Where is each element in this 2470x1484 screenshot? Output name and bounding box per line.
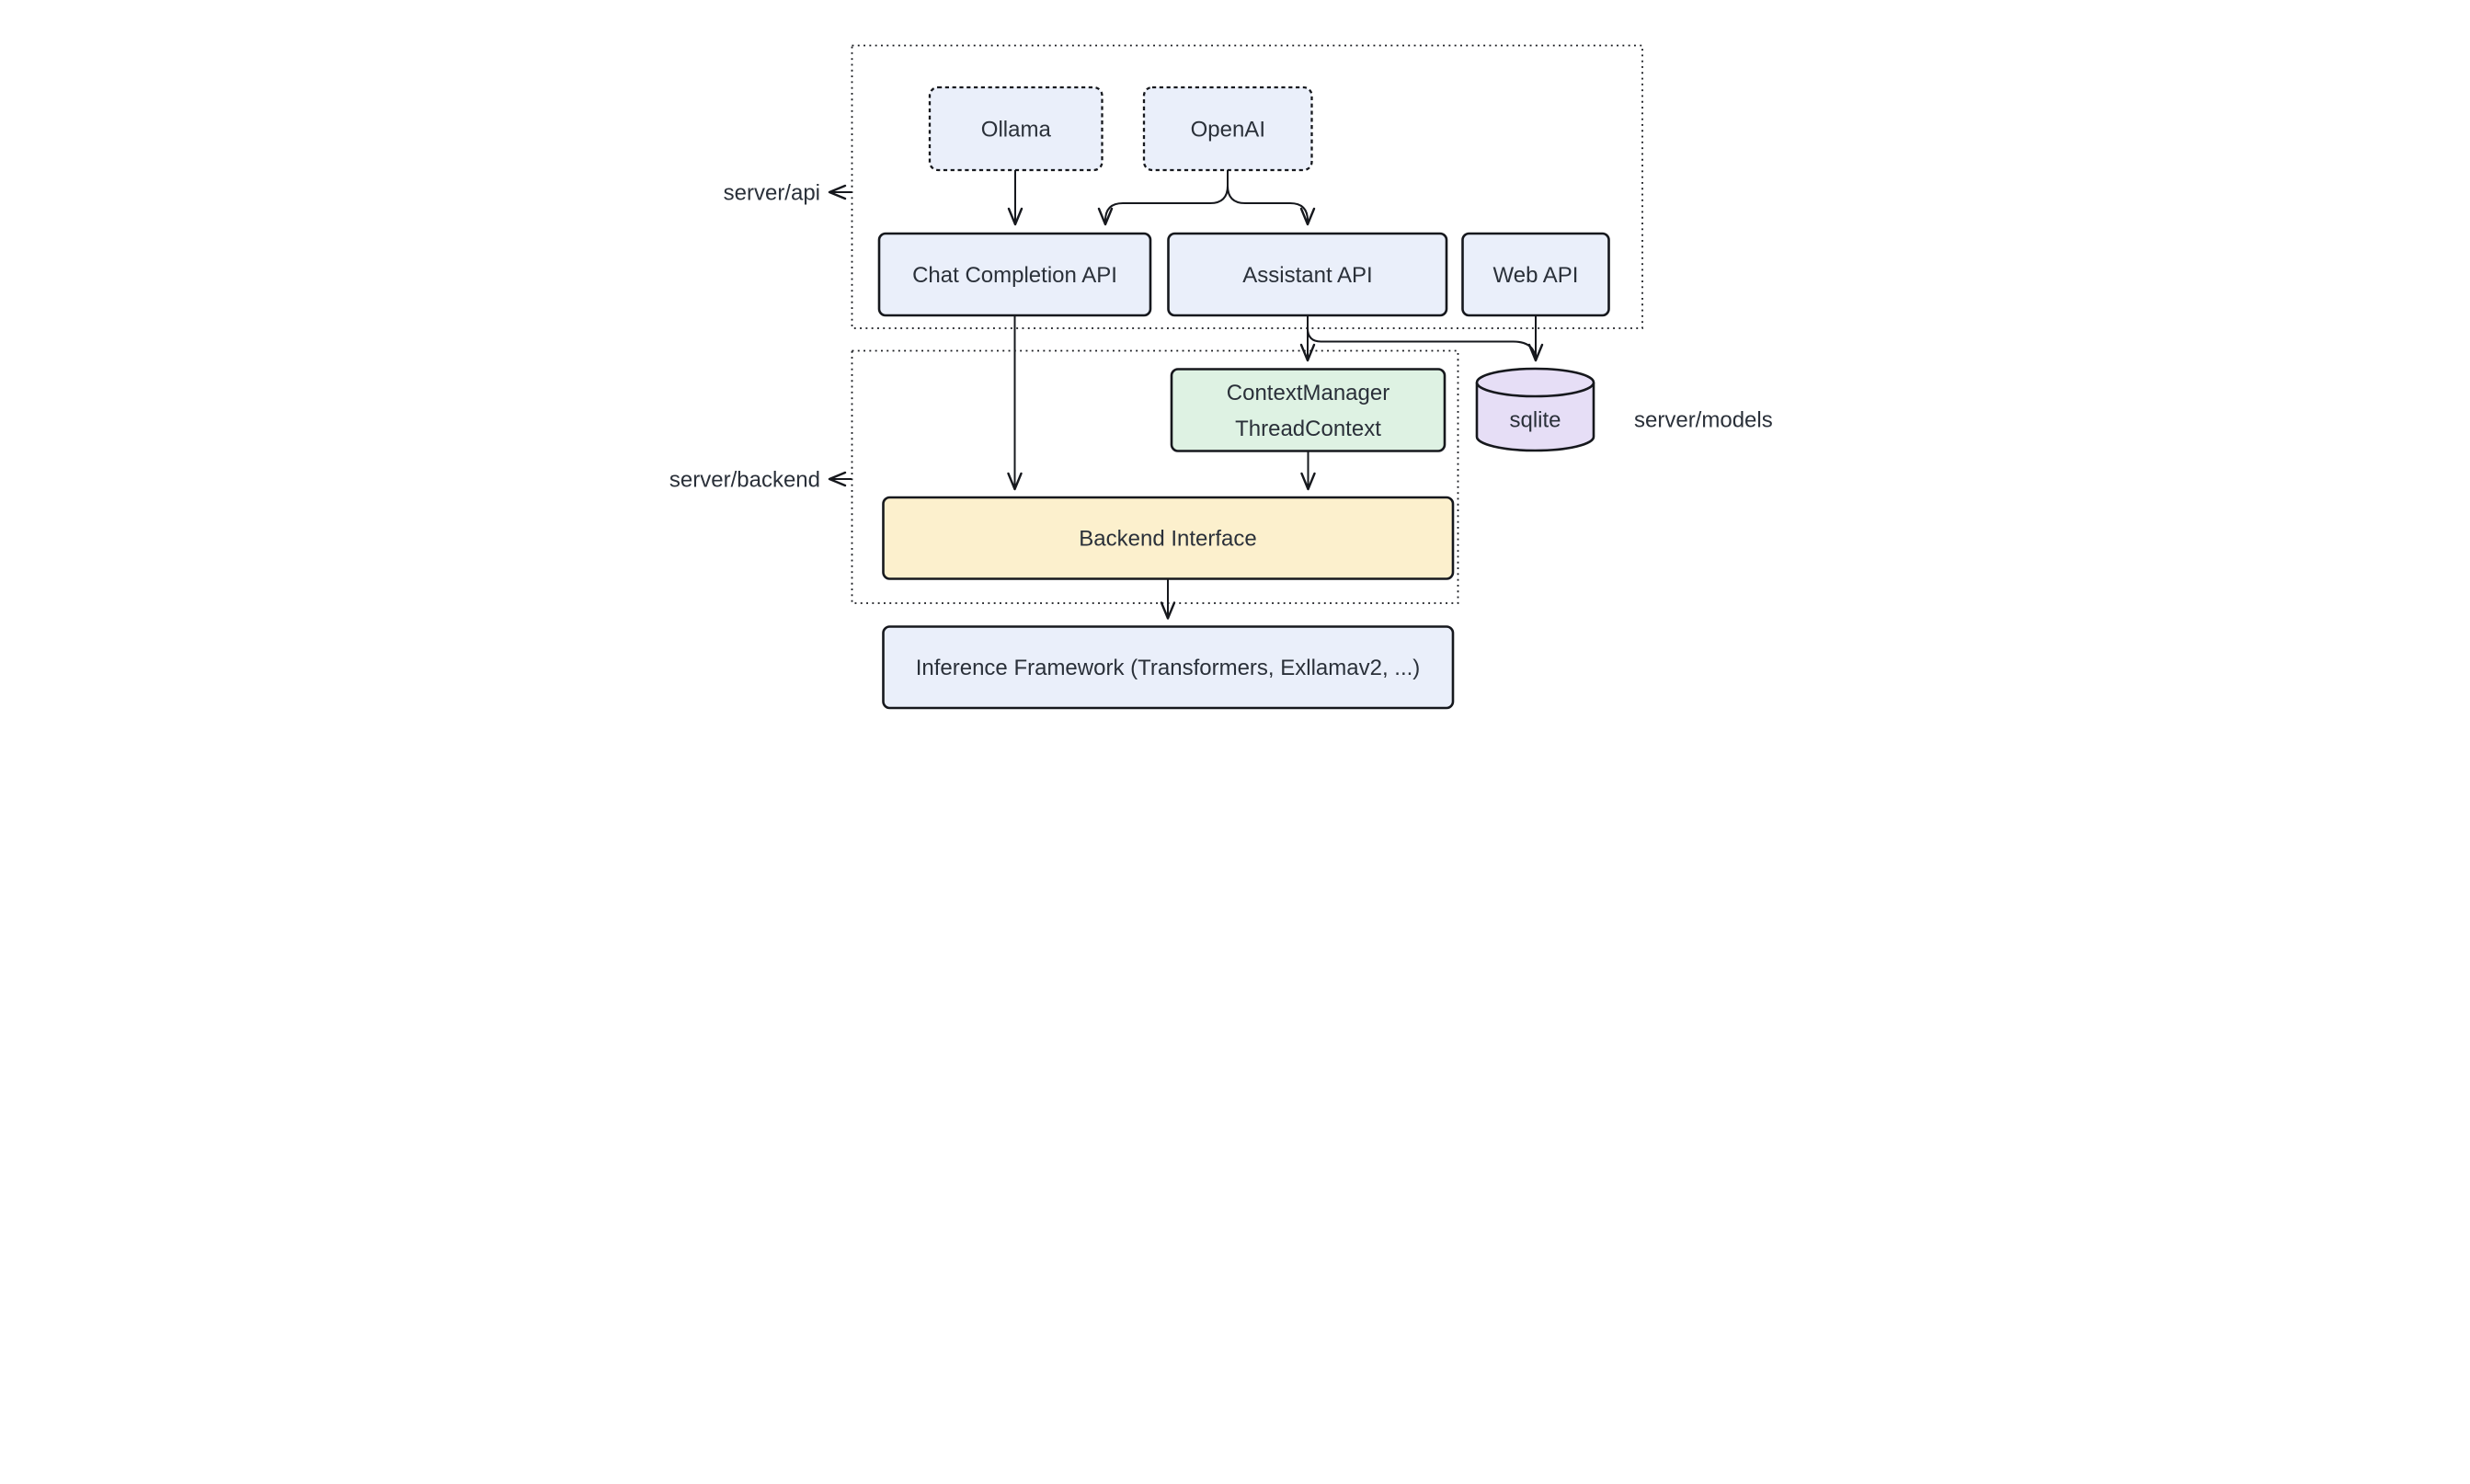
node-context-manager: ContextManager ThreadContext [1170, 368, 1446, 452]
edges [1006, 170, 1543, 620]
context-manager-box [1170, 368, 1446, 452]
edge-openai-to-chat-api [1097, 185, 1229, 226]
server-backend-container [851, 349, 1458, 604]
node-web-api: Web API [1460, 232, 1610, 317]
ollama-box [928, 86, 1103, 172]
assistant-api-box [1166, 232, 1447, 317]
chat-completion-api-box [877, 232, 1151, 317]
sqlite-label: sqlite [1509, 408, 1561, 433]
backend-interface-box [881, 496, 1454, 580]
ollama-label: Ollama [980, 118, 1051, 143]
sqlite-cylinder-top [1475, 367, 1595, 398]
web-api-box [1460, 232, 1610, 317]
server-api-container [851, 44, 1643, 329]
server-api-annotation: server/api [723, 181, 852, 206]
architecture-diagram: Ollama OpenAI Chat Completion API Assist… [669, 44, 1773, 710]
assistant-api-label: Assistant API [1242, 263, 1372, 288]
openai-label: OpenAI [1190, 118, 1264, 143]
edge-assistant-api-to-sqlite [1306, 315, 1537, 362]
server-backend-annotation: server/backend [669, 468, 852, 493]
inference-framework-label: Inference Framework (Transformers, Exlla… [915, 656, 1420, 680]
server-backend-label: server/backend [669, 468, 819, 493]
server-models-label: server/models [1634, 408, 1773, 433]
node-inference-framework: Inference Framework (Transformers, Exlla… [881, 625, 1454, 710]
server-api-label: server/api [723, 181, 819, 206]
node-backend-interface: Backend Interface [881, 496, 1454, 580]
web-api-label: Web API [1492, 263, 1578, 288]
context-manager-line2: ThreadContext [1235, 417, 1381, 441]
diagram-canvas: Ollama OpenAI Chat Completion API Assist… [617, 0, 1853, 742]
inference-framework-box [881, 625, 1454, 710]
server-models-annotation: server/models [1634, 408, 1773, 433]
sqlite-cylinder-body [1475, 382, 1595, 452]
node-sqlite: sqlite [1475, 367, 1595, 452]
node-openai: OpenAI [1142, 86, 1313, 172]
context-manager-line1: ContextManager [1226, 381, 1389, 405]
edge-openai-to-assistant-api [1226, 185, 1315, 226]
context-manager-text1: ContextManager [1226, 381, 1389, 405]
node-ollama: Ollama [928, 86, 1103, 172]
openai-box [1142, 86, 1313, 172]
context-manager-text2: ThreadContext [1235, 417, 1381, 441]
backend-interface-label: Backend Interface [1079, 527, 1256, 552]
node-chat-completion-api: Chat Completion API [877, 232, 1151, 317]
node-assistant-api: Assistant API [1166, 232, 1447, 317]
chat-completion-api-label: Chat Completion API [912, 263, 1117, 288]
